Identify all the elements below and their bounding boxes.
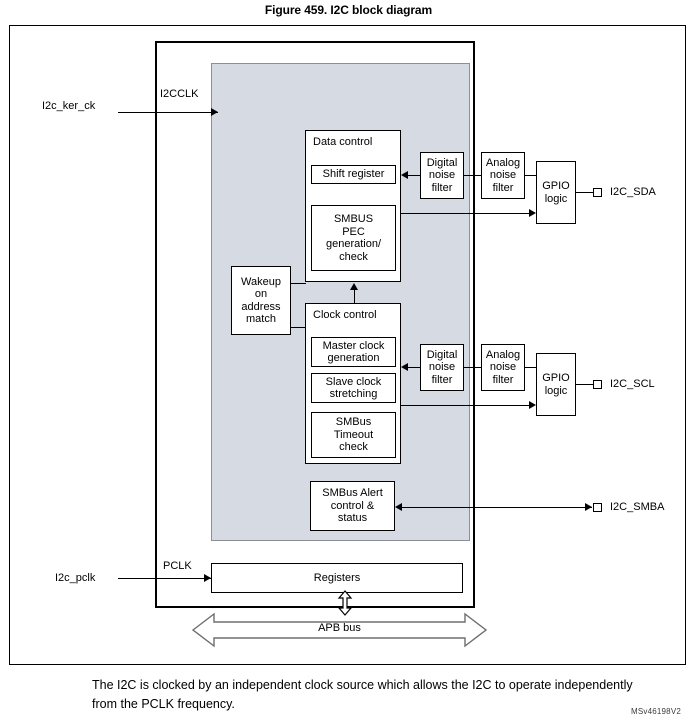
smbus-pec-line-1: PEC [342, 225, 365, 238]
wakeup-on-address-match-block: Wakeup on address match [231, 266, 291, 335]
master-clock-line-1: generation [327, 352, 380, 364]
i2c-pclk-wire [118, 578, 211, 579]
dnf-sda-line-2: filter [431, 181, 453, 194]
dnf-sda-line-0: Digital [426, 156, 458, 169]
dnf-scl-line-2: filter [431, 373, 453, 386]
clock-to-data-control-wire [354, 289, 355, 303]
figure-id-code: MSv46198V2 [630, 707, 681, 716]
smba-pin-to-smbus-alert-wire [402, 507, 592, 508]
smbus-timeout-line-1: Timeout [333, 428, 374, 441]
smbus-pec-line-2: generation/ [325, 238, 382, 250]
dnf-scl-line-1: noise [428, 361, 456, 374]
clock-control-to-gpio-scl-wire [401, 405, 529, 406]
smbus-timeout-check-block: SMBus Timeout check [311, 412, 396, 458]
data-control-to-gpio-sda-arrowhead [529, 209, 536, 217]
i2c-scl-pin [593, 380, 602, 389]
dnf-scl-to-clock-control-arrowhead [401, 363, 408, 371]
anf-sda-line-2: filter [492, 181, 514, 194]
wakeup-line-1: on [254, 288, 268, 300]
i2c-ker-ck-wire [118, 112, 218, 113]
slave-clock-stretching-block: Slave clock stretching [311, 373, 396, 403]
anf-sda-line-0: Analog [485, 156, 521, 169]
i2c-smba-label: I2C_SMBA [610, 501, 665, 513]
anf-scl-line-1: noise [489, 361, 517, 374]
digital-noise-filter-scl-block: Digital noise filter [420, 344, 464, 391]
analog-noise-filter-scl-block: Analog noise filter [481, 344, 525, 391]
dnf-sda-to-shift-register-arrowhead [401, 171, 408, 179]
i2c-sda-label: I2C_SDA [610, 186, 656, 198]
gpio-scl-line-1: logic [544, 384, 568, 397]
i2c-peripheral-boundary [155, 41, 475, 608]
anf-sda-line-1: noise [489, 169, 517, 182]
registers-block: Registers [211, 563, 463, 593]
smbus-timeout-line-0: SMBus [335, 416, 372, 429]
smbus-pec-block: SMBUS PEC generation/ check [311, 205, 396, 271]
wakeup-to-data-control-wire [291, 283, 306, 284]
dnf-sda-line-1: noise [428, 169, 456, 182]
gpio-scl-line-0: GPIO [542, 372, 570, 384]
smbus-pec-line-0: SMBUS [333, 213, 374, 225]
apb-bus-arrow [191, 612, 488, 648]
registers-label: Registers [313, 571, 361, 584]
gpio-scl-to-anf-scl-wire [525, 367, 537, 368]
i2cclk-label: I2CCLK [160, 88, 199, 100]
slave-clock-line-1: stretching [329, 388, 378, 400]
anf-scl-to-dnf-scl-wire [464, 367, 482, 368]
gpio-sda-to-pin-wire [576, 192, 593, 193]
smbus-timeout-line-2: check [339, 441, 368, 454]
smba-pin-arrowhead [585, 503, 592, 511]
dnf-scl-line-0: Digital [426, 348, 458, 361]
apb-bus-label: APB bus [318, 622, 361, 634]
smbus-alert-block: SMBus Alert control & status [310, 481, 395, 531]
i2c-ker-ck-arrowhead [211, 108, 218, 116]
i2c-sda-pin [593, 188, 602, 197]
wakeup-line-2: address [241, 300, 281, 313]
master-clock-generation-block: Master clock generation [311, 337, 396, 367]
shift-register-block: Shift register [311, 165, 396, 184]
figure-caption: The I2C is clocked by an independent clo… [92, 678, 633, 711]
i2c-pclk-arrowhead [204, 574, 211, 582]
i2c-pclk-label: I2c_pclk [55, 572, 96, 584]
wakeup-to-clock-control-wire [291, 327, 306, 328]
smbus-alert-line-2: status [337, 512, 368, 525]
pclk-label: PCLK [163, 560, 192, 572]
i2c-scl-label: I2C_SCL [610, 378, 655, 390]
anf-scl-line-2: filter [492, 373, 514, 386]
dnf-scl-to-clock-control-wire [408, 367, 421, 368]
dnf-sda-to-shift-register-wire [408, 175, 421, 176]
analog-noise-filter-sda-block: Analog noise filter [481, 152, 525, 199]
master-clock-line-0: Master clock [322, 339, 385, 352]
clock-control-title: Clock control [313, 309, 377, 321]
shift-register-label: Shift register [322, 168, 385, 181]
registers-apb-connector [334, 590, 356, 616]
gpio-sda-line-0: GPIO [542, 180, 570, 192]
gpio-sda-to-anf-sda-wire [525, 175, 537, 176]
i2c-ker-ck-label: I2c_ker_ck [42, 100, 96, 112]
wakeup-line-0: Wakeup [241, 275, 281, 288]
slave-clock-line-0: Slave clock [325, 375, 382, 388]
gpio-logic-scl-block: GPIO logic [536, 353, 576, 416]
wakeup-line-3: match [246, 313, 276, 325]
gpio-scl-to-pin-wire [576, 384, 593, 385]
data-control-to-gpio-sda-wire [401, 213, 529, 214]
clock-control-to-gpio-scl-arrowhead [529, 401, 536, 409]
smbus-alert-line-1: control & [330, 499, 375, 512]
anf-sda-to-dnf-sda-wire [464, 175, 482, 176]
clock-to-data-control-arrowhead [350, 283, 358, 290]
anf-scl-line-0: Analog [485, 348, 521, 361]
gpio-logic-sda-block: GPIO logic [536, 161, 576, 224]
gpio-sda-line-1: logic [544, 192, 568, 205]
smbus-pec-line-3: check [339, 250, 368, 263]
digital-noise-filter-sda-block: Digital noise filter [420, 152, 464, 199]
data-control-title: Data control [313, 136, 373, 148]
smbus-alert-line-0: SMBus Alert [322, 487, 383, 500]
i2c-smba-pin [593, 503, 602, 512]
smbus-alert-arrowhead [395, 503, 402, 511]
figure-title: Figure 459. I2C block diagram [264, 3, 433, 17]
